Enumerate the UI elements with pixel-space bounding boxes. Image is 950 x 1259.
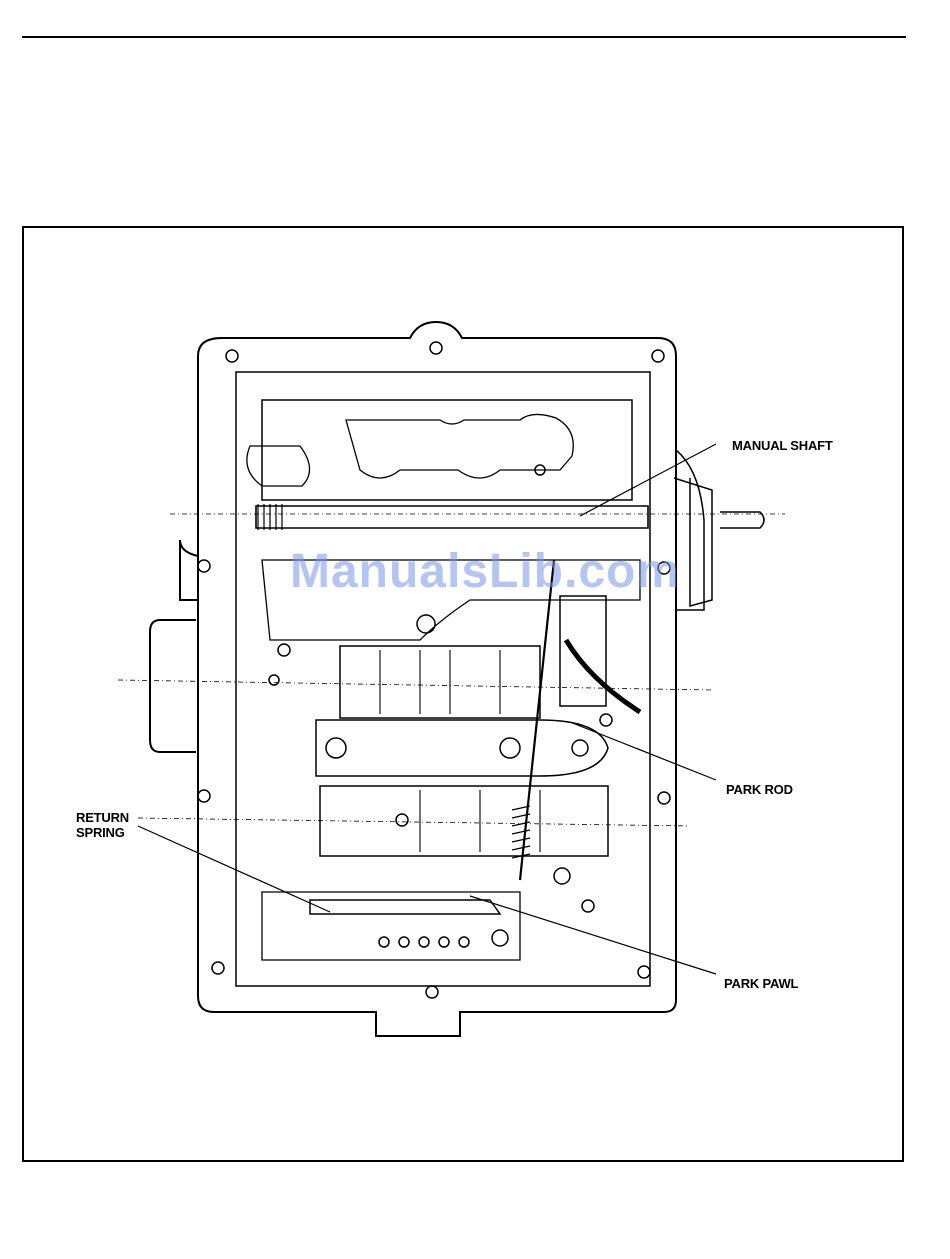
label-return-spring: RETURN SPRING	[76, 810, 129, 840]
label-park-rod: PARK ROD	[726, 782, 793, 797]
lower-channel-plate	[262, 892, 520, 960]
left-boss	[150, 620, 196, 752]
park-pawl	[310, 900, 500, 914]
manual-shaft	[256, 506, 648, 528]
valve-bore-upper	[340, 646, 540, 718]
label-manual-shaft: MANUAL SHAFT	[732, 438, 833, 453]
linkage-bar	[316, 720, 608, 776]
leader-park-rod	[570, 722, 716, 780]
housing-outline	[180, 322, 676, 1036]
valve-bore-lower	[320, 786, 608, 856]
shaft-end	[720, 512, 764, 528]
watermark-text: ManualsLib.com	[265, 544, 705, 599]
detent-lever	[560, 596, 606, 706]
upper-channel-plate	[262, 400, 632, 500]
shaft-thread	[258, 504, 282, 530]
housing-inner-lip	[236, 372, 650, 986]
label-park-pawl: PARK PAWL	[724, 976, 798, 991]
leader-return-spring	[138, 826, 330, 912]
